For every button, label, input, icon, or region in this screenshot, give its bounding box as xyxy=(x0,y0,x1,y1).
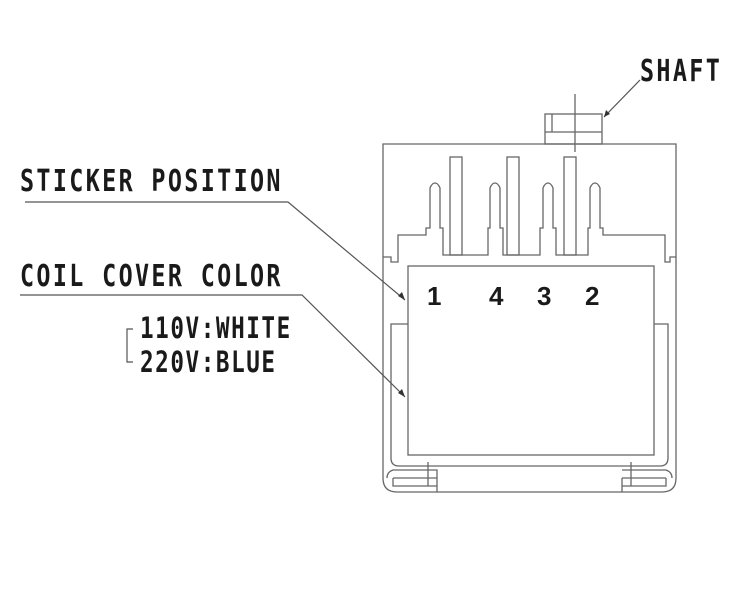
tall-pin-2 xyxy=(506,156,520,256)
tall-pin-3 xyxy=(563,156,577,256)
coil-leader xyxy=(20,294,406,398)
relay-body-outline xyxy=(382,143,677,493)
sticker-leader xyxy=(25,201,406,301)
coil-cover-color-label: COIL COVER COLOR xyxy=(20,259,283,294)
coil-option-110v: 110V:WHITE xyxy=(140,311,292,345)
voltage-bracket xyxy=(126,328,133,363)
pin-number-2: 2 xyxy=(585,281,600,311)
shaft xyxy=(544,94,603,152)
coil-frame xyxy=(390,323,669,467)
shaft-label: SHAFT xyxy=(640,54,723,89)
tall-pin-1 xyxy=(449,156,463,256)
sticker-window xyxy=(407,265,655,456)
shaft-leader xyxy=(603,79,641,118)
pin-number-1: 1 xyxy=(427,281,442,311)
pin-number-3: 3 xyxy=(537,281,552,311)
coil-option-220v: 220V:BLUE xyxy=(140,345,277,379)
terminal-profile xyxy=(383,182,676,263)
sticker-position-label: STICKER POSITION xyxy=(20,164,283,199)
pin-number-4: 4 xyxy=(489,281,504,311)
